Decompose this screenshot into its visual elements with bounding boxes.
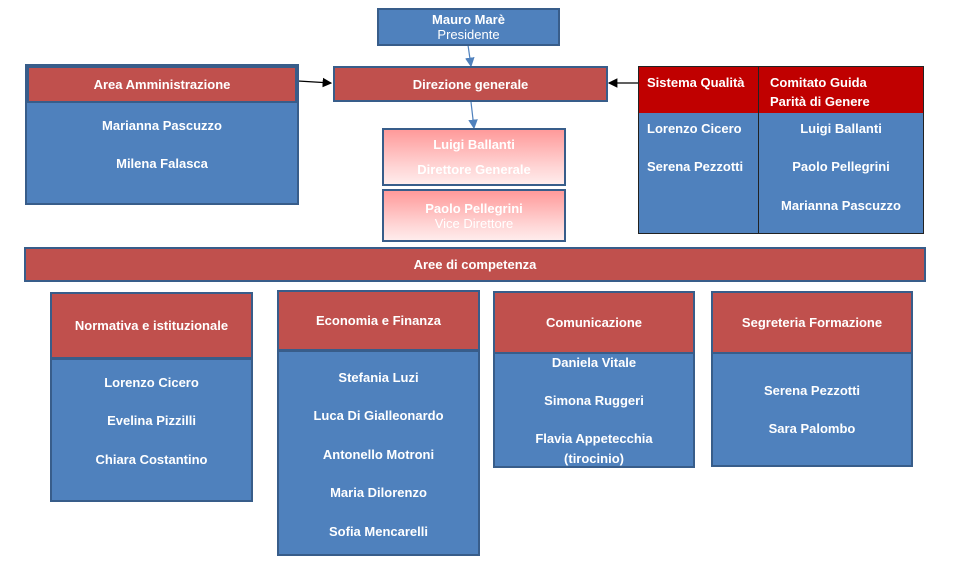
director-name: Luigi Ballanti bbox=[433, 137, 515, 152]
president-role: Presidente bbox=[437, 27, 500, 42]
member-name: Marianna Pascuzzo bbox=[102, 118, 222, 133]
unit-title: Economia e Finanza bbox=[316, 313, 441, 328]
president-name: Mauro Marè bbox=[432, 12, 505, 27]
unit-title: Comunicazione bbox=[545, 315, 643, 330]
unit-comunicazione-header: Comunicazione bbox=[493, 291, 695, 354]
member-name: Daniela Vitale bbox=[551, 355, 637, 370]
member-name: Milena Falasca bbox=[116, 156, 208, 171]
member-name: Stefania Luzi bbox=[338, 370, 419, 385]
qualita-comitato-header bbox=[639, 67, 923, 113]
column-divider bbox=[758, 67, 759, 233]
unit-title: Segreteria Formazione bbox=[741, 315, 883, 330]
member-name: Lorenzo Cicero bbox=[104, 375, 199, 390]
area-amministrazione-header: Area Amministrazione bbox=[27, 66, 297, 103]
member-name: Marianna Pascuzzo bbox=[781, 198, 901, 213]
member-name: Serena Pezzotti bbox=[647, 159, 744, 174]
member-name: Serena Pezzotti bbox=[763, 383, 861, 398]
member-name: Chiara Costantino bbox=[95, 452, 208, 467]
vice-director-name: Paolo Pellegrini bbox=[425, 200, 523, 216]
arrow-area-amm-to-direzione bbox=[297, 77, 333, 88]
aree-competenza-title: Aree di competenza bbox=[413, 257, 537, 272]
unit-normativa-header: Normativa e istituzionale bbox=[50, 292, 253, 359]
vice-director-role: Vice Direttore bbox=[434, 215, 514, 231]
member-name: Antonello Motroni bbox=[322, 447, 435, 462]
unit-segreteria-body: Serena Pezzotti Sara Palombo bbox=[711, 352, 913, 467]
qualita-comitato-box: Sistema Qualità Comitato Guida Parità di… bbox=[638, 66, 924, 234]
member-name: Luca Di Gialleonardo bbox=[313, 408, 444, 423]
direzione-generale-title: Direzione generale bbox=[412, 76, 529, 92]
unit-title: Normativa e istituzionale bbox=[74, 318, 229, 333]
member-name: Flavia Appetecchia bbox=[535, 431, 653, 446]
area-amministrazione-box: Area Amministrazione Marianna Pascuzzo M… bbox=[25, 64, 299, 205]
sistema-qualita-title: Sistema Qualità bbox=[647, 75, 745, 90]
member-name: Sofia Mencarelli bbox=[329, 524, 428, 539]
vice-director-box: Paolo Pellegrini Vice Direttore bbox=[382, 189, 566, 242]
member-name: (tirocinio) bbox=[564, 451, 624, 466]
member-name: Paolo Pellegrini bbox=[792, 159, 890, 174]
unit-economia-header: Economia e Finanza bbox=[277, 290, 480, 351]
director-role: Direttore Generale bbox=[417, 162, 531, 177]
aree-competenza-bar: Aree di competenza bbox=[24, 247, 926, 282]
area-amministrazione-title: Area Amministrazione bbox=[93, 77, 231, 92]
member-name: Luigi Ballanti bbox=[800, 121, 882, 136]
arrow-direzione-to-director bbox=[468, 101, 478, 130]
direzione-generale-box: Direzione generale bbox=[333, 66, 608, 102]
unit-economia-body: Stefania Luzi Luca Di Gialleonardo Anton… bbox=[277, 350, 480, 556]
member-name: Maria Dilorenzo bbox=[330, 485, 427, 500]
unit-segreteria-header: Segreteria Formazione bbox=[711, 291, 913, 354]
member-name: Sara Palombo bbox=[768, 421, 856, 436]
arrow-president-to-direzione bbox=[465, 44, 475, 68]
comitato-title-line1: Comitato Guida bbox=[770, 75, 867, 90]
comitato-title-line2: Parità di Genere bbox=[770, 94, 870, 109]
member-name: Evelina Pizzilli bbox=[107, 413, 196, 428]
director-box: Luigi Ballanti Direttore Generale bbox=[382, 128, 566, 186]
unit-comunicazione-body: Daniela Vitale Simona Ruggeri Flavia App… bbox=[493, 352, 695, 468]
unit-normativa-body: Lorenzo Cicero Evelina Pizzilli Chiara C… bbox=[50, 358, 253, 502]
member-name: Simona Ruggeri bbox=[544, 393, 644, 408]
member-name: Lorenzo Cicero bbox=[647, 121, 742, 136]
president-box: Mauro Marè Presidente bbox=[377, 8, 560, 46]
